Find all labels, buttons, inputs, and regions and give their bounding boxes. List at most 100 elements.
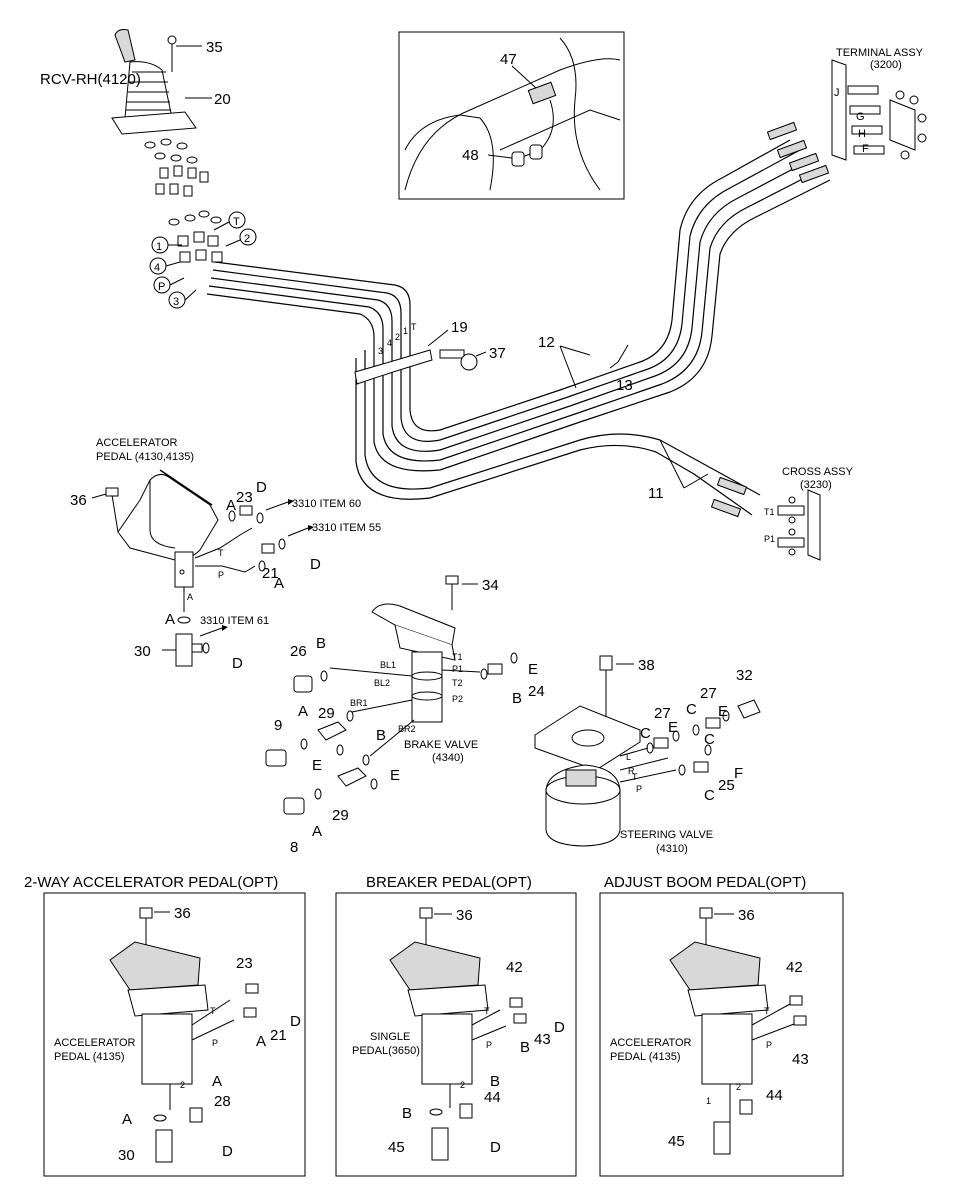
terminal-bracket [831, 59, 847, 161]
elbow-44-icon [739, 1099, 753, 1115]
bolt-icon [439, 349, 465, 359]
svg-text:B: B [490, 1073, 500, 1090]
callout-32: 32 [736, 667, 753, 684]
opt2-callout-36: 36 [456, 907, 473, 924]
boot-ribs [126, 71, 171, 111]
svg-text:A: A [122, 1111, 132, 1128]
svg-text:4: 4 [154, 262, 160, 274]
fitting-45-icon [431, 1127, 449, 1161]
opt3-callout-36: 36 [738, 907, 755, 924]
leader [511, 65, 537, 89]
svg-text:2: 2 [460, 1080, 465, 1090]
svg-text:2: 2 [395, 332, 400, 342]
fitting-45-icon [713, 1121, 731, 1155]
item-61-ref: 3310 ITEM 61 [200, 615, 269, 627]
opt1-callout-21: 21 [270, 1027, 287, 1044]
svg-text:PEDAL (4135): PEDAL (4135) [610, 1051, 681, 1063]
option-panel-2way: 2-WAY ACCELERATOR PEDAL(OPT) 36 ACCELERA… [24, 874, 306, 1177]
bolt-icon [139, 907, 153, 919]
joystick-base-plate [111, 111, 197, 135]
svg-text:1: 1 [156, 241, 162, 253]
svg-text:T: T [764, 1006, 770, 1016]
option-panel-breaker: BREAKER PEDAL(OPT) 36 SINGLE PEDAL(3650)… [335, 874, 577, 1177]
svg-text:PEDAL (4135): PEDAL (4135) [54, 1051, 125, 1063]
callout-27a: 27 [654, 705, 671, 722]
callout-20: 20 [214, 91, 231, 108]
option-title-breaker: BREAKER PEDAL(OPT) [366, 874, 532, 891]
opt2-callout-45: 45 [388, 1139, 405, 1156]
svg-text:F: F [734, 765, 743, 782]
brake-valve: 34 T1 P1 T2 P2 BL1 BL2 BR1 BR2 BRAKE VAL… [265, 575, 545, 856]
bolt-icon [105, 487, 119, 497]
svg-text:D: D [256, 479, 267, 496]
svg-text:P: P [486, 1040, 492, 1050]
callout-37: 37 [489, 345, 506, 362]
option-title-adjust-boom: ADJUST BOOM PEDAL(OPT) [604, 874, 806, 891]
svg-text:T1: T1 [452, 652, 463, 662]
callout-35: 35 [206, 39, 223, 56]
svg-text:B: B [512, 690, 522, 707]
opt1-callout-23: 23 [236, 955, 253, 972]
svg-text:T: T [210, 1006, 216, 1016]
accelerator-label-1: ACCELERATOR [96, 437, 178, 449]
svg-text:T: T [233, 216, 240, 228]
steering-valve: 38 STEERING VALVE (4310) L R T P C 27 E … [534, 655, 761, 855]
terminal-assy-label: TERMINAL ASSY [836, 47, 924, 59]
opt2-callout-43: 43 [534, 1031, 551, 1048]
switch-9-icon [265, 749, 287, 767]
switch-icon [527, 81, 557, 105]
callout-12: 12 [538, 334, 555, 351]
brake-valve-number: (4340) [432, 752, 464, 764]
opt1-callout-36: 36 [174, 905, 191, 922]
rcv-rh-joystick: 35 20 RCV-RH(4120) [40, 29, 231, 263]
opt3-callout-45: 45 [668, 1133, 685, 1150]
svg-text:G: G [856, 111, 865, 123]
svg-text:A: A [256, 1033, 266, 1050]
inset-seat-edge [559, 37, 601, 191]
svg-text:PEDAL(3650): PEDAL(3650) [352, 1045, 420, 1057]
svg-text:C: C [704, 787, 715, 804]
svg-text:2: 2 [736, 1082, 741, 1092]
svg-text:B: B [316, 635, 326, 652]
callout-19: 19 [451, 319, 468, 336]
callout-13: 13 [616, 377, 633, 394]
svg-text:D: D [290, 1013, 301, 1030]
svg-text:P2: P2 [452, 694, 463, 704]
svg-text:E: E [390, 767, 400, 784]
brake-pedal-icon [371, 603, 456, 646]
svg-text:P: P [218, 570, 224, 580]
svg-text:L: L [626, 752, 631, 762]
pedal-valve-block [174, 551, 194, 588]
elbow-28-icon [189, 1107, 203, 1123]
plug-icon [511, 151, 525, 167]
svg-text:B: B [520, 1039, 530, 1056]
pedal-tread-icon [109, 941, 201, 991]
fitting-30-icon [175, 633, 193, 667]
svg-text:A: A [226, 497, 236, 514]
leader [487, 154, 513, 159]
callout-11: 11 [648, 485, 664, 502]
cab-inset: 47 48 [398, 31, 625, 200]
svg-text:D: D [490, 1139, 501, 1156]
callout-24: 24 [528, 683, 545, 700]
callout-26: 26 [290, 643, 307, 660]
switch-8-icon [283, 797, 305, 815]
svg-text:E: E [718, 703, 728, 720]
svg-text:T2: T2 [452, 678, 463, 688]
callout-34: 34 [482, 577, 499, 594]
accelerator-label-2: PEDAL (4130,4135) [96, 451, 194, 463]
callout-36: 36 [70, 492, 87, 509]
svg-text:P: P [766, 1040, 772, 1050]
svg-text:BL2: BL2 [374, 678, 390, 688]
callout-21: 21 [262, 565, 279, 582]
svg-text:R: R [628, 766, 635, 776]
svg-text:A: A [298, 703, 308, 720]
svg-text:C: C [704, 731, 715, 748]
bolt-icon [419, 907, 433, 919]
svg-text:BL1: BL1 [380, 660, 396, 670]
svg-text:ACCELERATOR: ACCELERATOR [54, 1037, 136, 1049]
steering-valve-number: (4310) [656, 843, 688, 855]
plug-26-icon [293, 675, 313, 693]
svg-text:T: T [218, 548, 224, 558]
